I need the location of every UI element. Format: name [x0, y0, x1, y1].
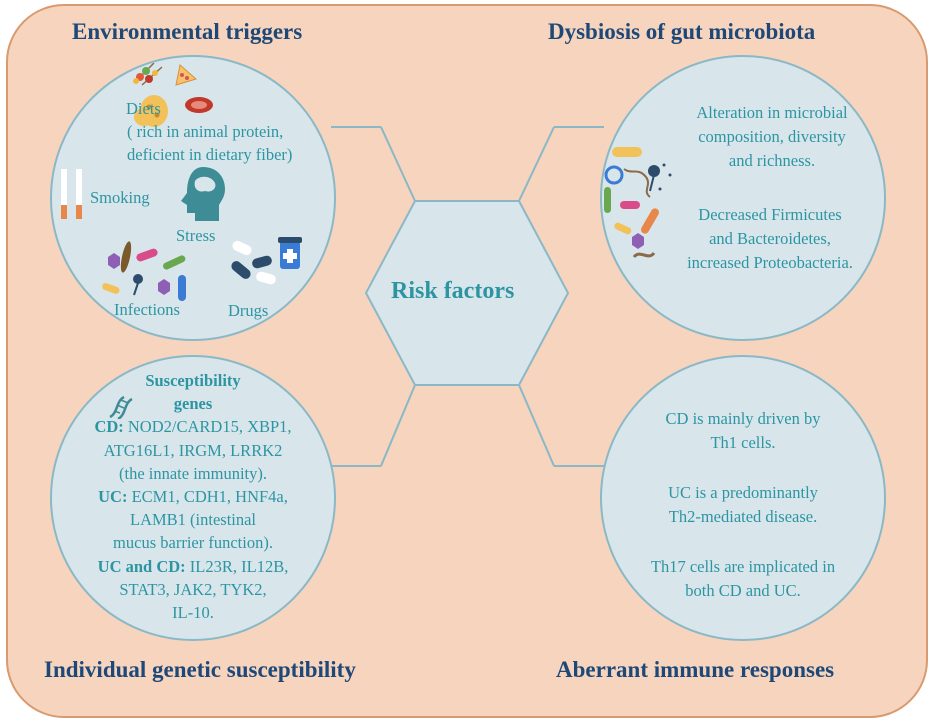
infections-label: Infections — [114, 300, 180, 319]
genetic-circle: Susceptibility genes CD: NOD2/CARD15, XB… — [50, 355, 336, 641]
dysbiosis-circle: Alteration in microbial composition, div… — [600, 55, 886, 341]
connector-top-right-diag — [518, 126, 555, 202]
uc-genes-line2: LAMB1 (intestinal — [129, 510, 257, 530]
immune-line1: CD is mainly driven by — [665, 409, 821, 428]
microbes-icon — [102, 241, 186, 301]
uc-genes-line1: UC: ECM1, CDH1, HNF4a, — [52, 485, 334, 508]
cd-prefix: CD: — [94, 417, 124, 437]
dysbiosis-text-2: Decreased Firmicutes and Bacteroidetes, … — [654, 203, 884, 275]
heading-genetic-susceptibility: Individual genetic susceptibility — [44, 657, 356, 682]
connector-top-left-diag — [380, 126, 416, 202]
food-icon — [133, 63, 213, 127]
heading-dysbiosis: Dysbiosis of gut microbiota — [548, 19, 816, 44]
dysbiosis-text: Alteration in microbial composition, div… — [662, 101, 882, 173]
immune-circle: CD is mainly driven by Th1 cells. UC is … — [600, 355, 886, 641]
immune-line6: both CD and UC. — [685, 581, 801, 600]
susceptibility-title-line2: genes — [173, 394, 213, 414]
cd-genes-line2: ATG16L1, IRGM, LRRK2 — [103, 440, 283, 460]
dna-icon — [109, 395, 133, 419]
dysbiosis-line6: increased Proteobacteria. — [687, 253, 853, 272]
heading-immune-responses: Aberrant immune responses — [556, 657, 835, 682]
both-genes-line2: STAT3, JAK2, TYK2, — [119, 579, 267, 599]
immune-line2: Th1 cells. — [710, 433, 776, 452]
uc-genes-line3: mucus barrier function). — [113, 533, 273, 553]
dysbiosis-line3: and richness. — [728, 151, 816, 170]
gut-bacteria-icon — [602, 147, 672, 259]
connector-bottom-right-diag — [518, 384, 555, 467]
diets-label: Diets — [126, 99, 161, 118]
heading-environmental-triggers: Environmental triggers — [72, 19, 303, 44]
immune-line3: UC is a predominantly — [668, 483, 818, 502]
genetic-text: Susceptibility genes CD: NOD2/CARD15, XB… — [52, 369, 334, 624]
cigarette-icon — [61, 169, 82, 219]
uc-prefix: UC: — [98, 487, 128, 507]
immune-line5: Th17 cells are implicated in — [650, 557, 836, 576]
immune-line4: Th2-mediated disease. — [668, 507, 818, 526]
both-genes-text1: IL23R, IL12B, — [185, 556, 289, 576]
both-genes-line3: IL-10. — [172, 603, 214, 623]
both-prefix: UC and CD: — [97, 556, 186, 576]
center-label: Risk factors — [391, 278, 515, 304]
cd-genes-line1: CD: NOD2/CARD15, XBP1, — [52, 415, 334, 438]
stress-label: Stress — [176, 226, 216, 245]
pills-icon — [231, 237, 302, 285]
smoking-label: Smoking — [90, 188, 150, 207]
susceptibility-title-line1: Susceptibility — [145, 371, 241, 390]
head-brain-icon — [181, 167, 225, 221]
diets-detail-line2: deficient in dietary fiber) — [127, 145, 293, 164]
uc-genes-text1: ECM1, CDH1, HNF4a, — [127, 487, 288, 507]
diets-detail-line1: ( rich in animal protein, — [127, 122, 284, 141]
cd-genes-line3: (the innate immunity). — [118, 463, 267, 483]
dysbiosis-line2: composition, diversity — [698, 127, 846, 146]
dysbiosis-line1: Alteration in microbial — [696, 103, 848, 122]
drugs-label: Drugs — [228, 301, 269, 320]
dysbiosis-line5: and Bacteroidetes, — [709, 229, 831, 248]
both-genes-line1: UC and CD: IL23R, IL12B, — [52, 555, 334, 578]
connector-bottom-left-diag — [380, 384, 416, 467]
dysbiosis-line4: Decreased Firmicutes — [698, 205, 842, 224]
cd-genes-text1: NOD2/CARD15, XBP1, — [123, 417, 292, 437]
immune-text: CD is mainly driven by Th1 cells. UC is … — [602, 407, 884, 603]
environmental-circle: Diets ( rich in animal protein, deficien… — [50, 55, 336, 341]
